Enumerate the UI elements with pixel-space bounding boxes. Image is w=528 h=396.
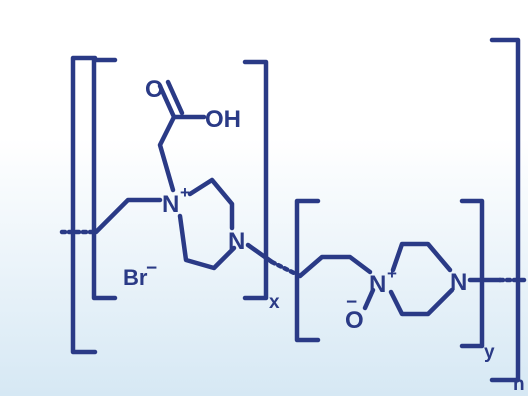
atom-noxide-oxygen: O: [345, 307, 364, 334]
subscript-y: y: [484, 342, 495, 363]
bond-carbonyl-1: [157, 83, 177, 120]
charge-quaternary-nitrogen: +: [180, 183, 190, 202]
bond-n-oxide: [362, 287, 376, 311]
atom-noxide-nitrogen: N: [369, 271, 386, 298]
ring-1-upper-bonds: [187, 177, 235, 231]
subscript-x: x: [269, 292, 280, 313]
bond-lines: [59, 37, 528, 383]
x-bracket-left: [91, 57, 118, 301]
ring-1-lower-bonds: [177, 213, 237, 271]
bond-ch2-carboxyl: [157, 114, 177, 193]
charge-counterion: −: [146, 258, 157, 279]
atom-labels: O OH N + N Br − x N + O − N y n: [123, 76, 525, 395]
atom-hydroxyl: OH: [205, 106, 241, 133]
bond-linker-out: [245, 242, 275, 265]
atom-carbonyl-oxygen: O: [145, 76, 164, 103]
bond-chain-left: [93, 197, 163, 235]
atom-counterion: Br: [123, 265, 148, 290]
atom-second-piperazine-nitrogen: N: [450, 269, 467, 296]
outer-bracket-right: [489, 37, 521, 383]
ring-2-upper-bonds: [390, 241, 453, 273]
y-bracket-left: [294, 198, 321, 343]
x-bracket-right: [242, 59, 269, 301]
bond-linker-dashed: [269, 259, 303, 279]
bond-carbonyl-2: [165, 79, 185, 116]
ring-2-lower-bonds: [388, 287, 455, 317]
subscript-n: n: [513, 374, 525, 395]
atom-quaternary-nitrogen: N: [162, 191, 179, 218]
atom-piperazine-nitrogen: N: [228, 228, 245, 255]
bond-chain-right: [297, 254, 373, 279]
y-bracket-right: [459, 198, 485, 349]
outer-bracket-left: [70, 55, 98, 355]
charge-noxide-nitrogen: +: [387, 264, 397, 283]
charge-noxide-oxygen: −: [346, 292, 357, 313]
